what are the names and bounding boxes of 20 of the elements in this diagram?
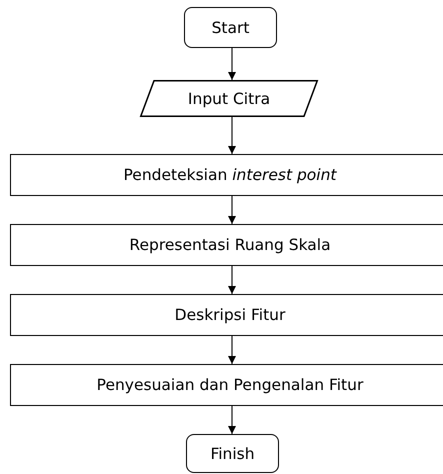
step-label: Pendeteksian interest point bbox=[123, 166, 336, 184]
process-box bbox=[10, 154, 443, 196]
arrow bbox=[228, 406, 236, 434]
step-label: Representasi Ruang Skala bbox=[129, 236, 331, 254]
input-parallelogram bbox=[140, 80, 318, 117]
step-label: Penyesuaian dan Pengenalan Fitur bbox=[96, 376, 364, 394]
process-box bbox=[10, 294, 443, 336]
terminator-box bbox=[184, 7, 277, 48]
process-box bbox=[10, 364, 443, 406]
terminator-box bbox=[186, 434, 279, 473]
arrow bbox=[228, 48, 236, 80]
arrow bbox=[228, 116, 236, 154]
process-box bbox=[10, 224, 443, 266]
arrow bbox=[228, 196, 236, 224]
arrow bbox=[228, 336, 236, 364]
step-label: Finish bbox=[210, 444, 255, 462]
step-label: Start bbox=[212, 18, 250, 36]
step-label: Deskripsi Fitur bbox=[174, 306, 286, 324]
arrow bbox=[228, 266, 236, 294]
step-label: Input Citra bbox=[188, 90, 270, 108]
